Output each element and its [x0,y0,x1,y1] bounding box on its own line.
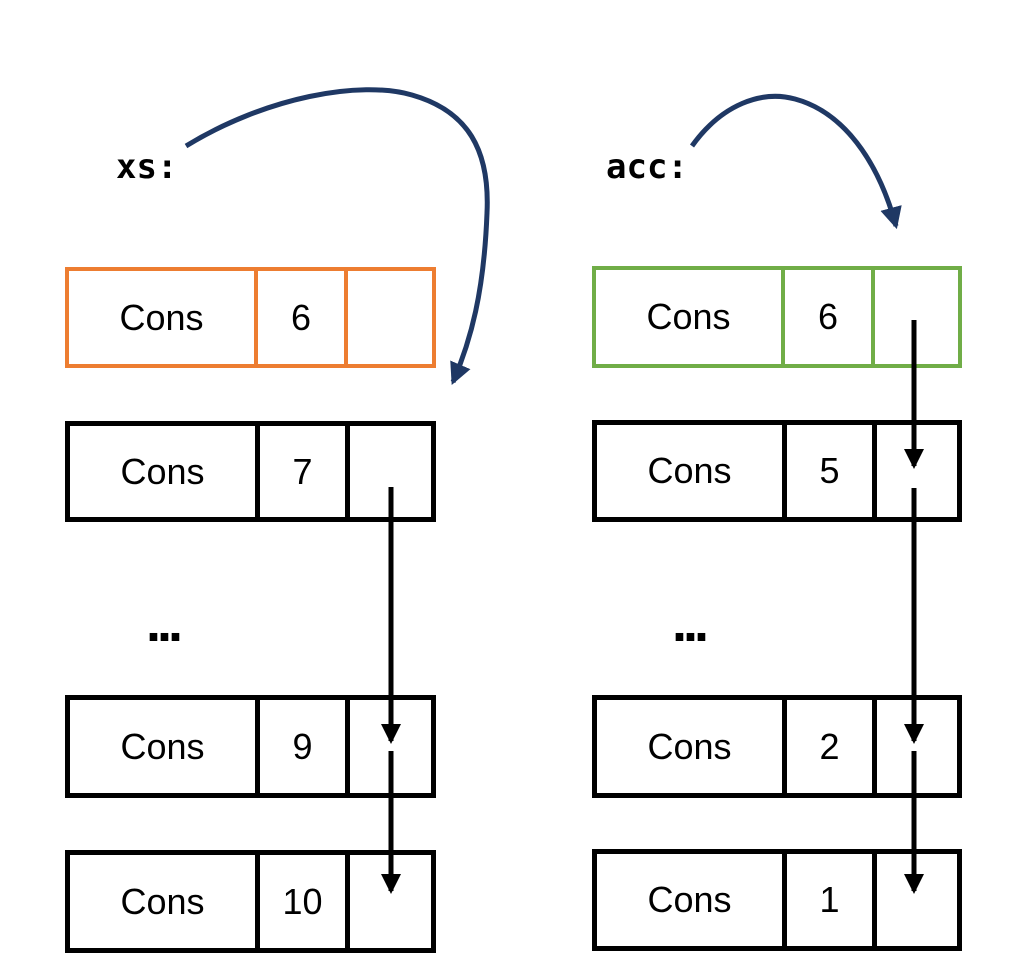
acc-ellipsis: ... [672,593,709,653]
pointer-cell [872,854,957,946]
acc-variable-label: acc: [606,147,688,187]
cons-tag-cell: Cons [120,450,205,492]
value-cell: 10 [255,855,345,948]
value-cell: 9 [255,700,345,793]
cons-tag-cell: Cons [647,450,732,491]
xs-node-2: Cons 7 [65,421,436,522]
pointer-cell [345,700,431,793]
value-cell: 1 [782,854,872,946]
xs-node-head: Cons 6 [65,267,436,368]
cons-tag-cell: Cons [647,879,732,920]
acc-node-tail: Cons 1 [592,849,962,951]
xs-ellipsis: ... [146,593,183,653]
pointer-cell [871,270,958,364]
pointer-cell [344,271,432,364]
pointer-cell [872,700,957,793]
cons-tag-cell: Cons [120,725,205,767]
acc-node-3: Cons 2 [592,695,962,798]
value-cell: 2 [782,700,872,793]
acc-node-2: Cons 5 [592,420,962,522]
pointer-cell [872,425,957,517]
value-cell: 6 [781,270,871,364]
acc-node-head: Cons 6 [592,266,962,368]
xs-node-3: Cons 9 [65,695,436,798]
value-cell: 7 [255,426,345,517]
xs-node-tail: Cons 10 [65,850,436,953]
xs-variable-label: xs: [116,147,178,187]
cons-tag-cell: Cons [120,880,205,922]
cons-tag-cell: Cons [647,725,732,767]
value-cell: 5 [782,425,872,517]
value-cell: 6 [254,271,344,364]
pointer-cell [345,426,431,517]
cons-tag-cell: Cons [119,296,204,338]
acc-reference-arrow [689,93,902,230]
cons-tag-cell: Cons [646,296,731,337]
pointer-cell [345,855,431,948]
